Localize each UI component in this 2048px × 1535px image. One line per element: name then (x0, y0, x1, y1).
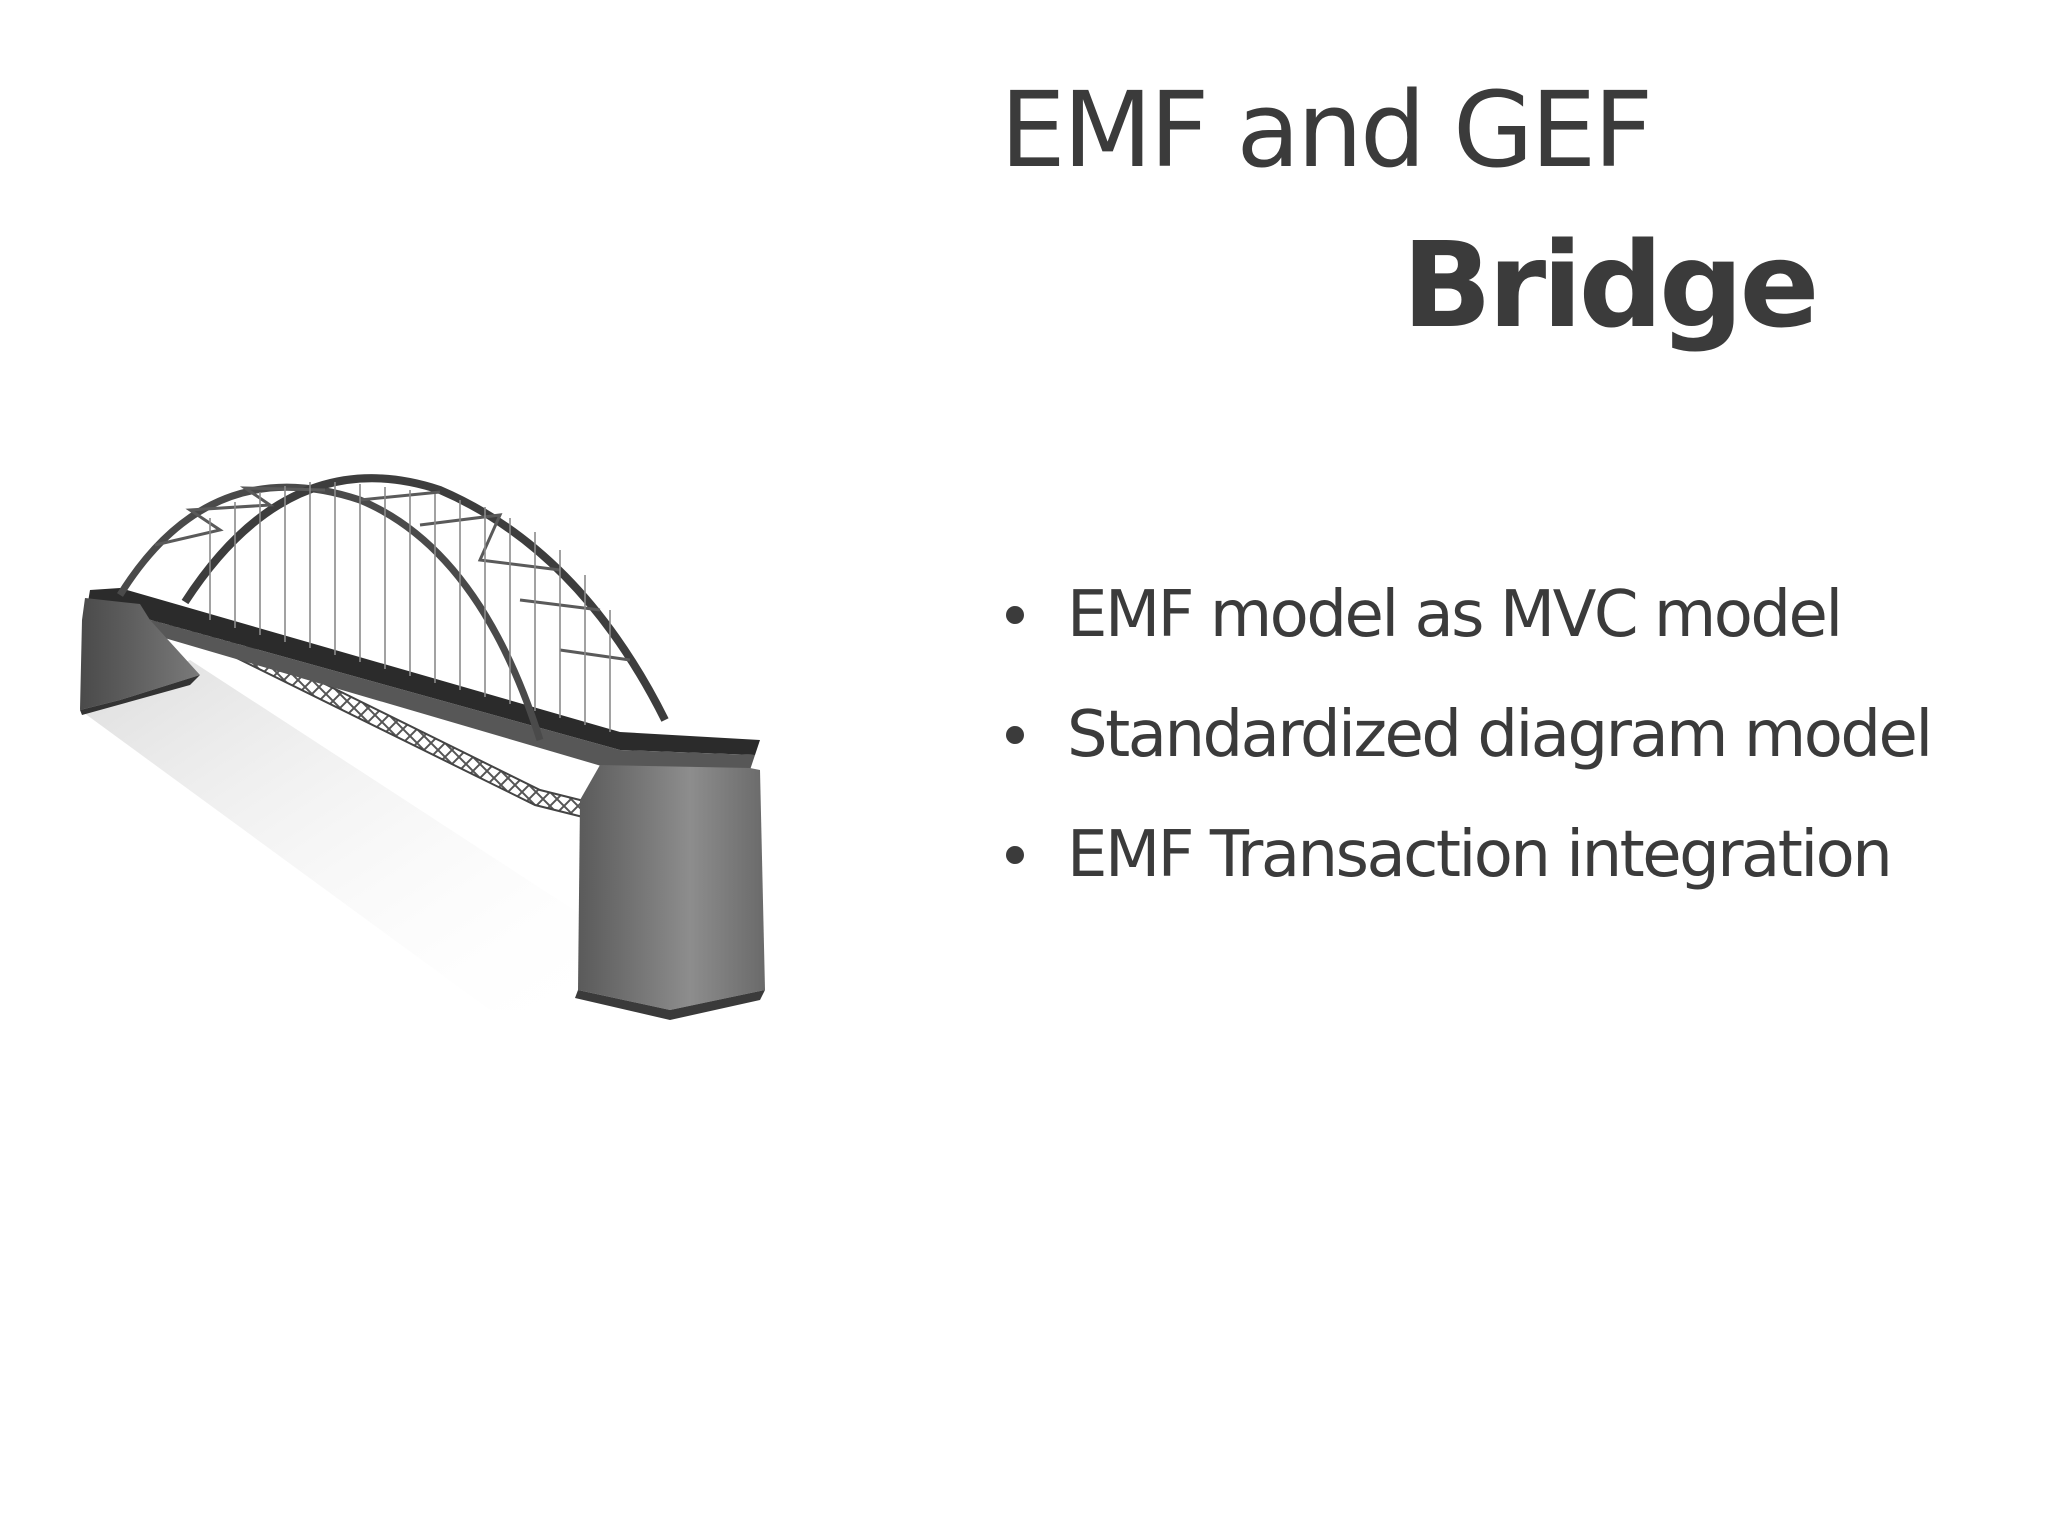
bullet-icon (995, 715, 1035, 755)
bullet-text: EMF Transaction integration (1067, 818, 1893, 892)
arch-bridge-illustration (80, 474, 765, 1020)
slide-title: EMF and GEF (1000, 69, 1653, 191)
bullet-icon (995, 595, 1035, 635)
slide-subtitle: Bridge (1402, 216, 1820, 354)
bullet-text: Standardized diagram model (1067, 698, 1933, 772)
bullet-icon (995, 835, 1035, 875)
bullet-item: EMF model as MVC model (995, 555, 1931, 675)
bullet-list: EMF model as MVC model Standardized diag… (995, 555, 1933, 915)
bullet-item: Standardized diagram model (995, 675, 1933, 795)
bullet-text: EMF model as MVC model (1067, 578, 1843, 652)
bullet-item: EMF Transaction integration (995, 795, 1931, 915)
